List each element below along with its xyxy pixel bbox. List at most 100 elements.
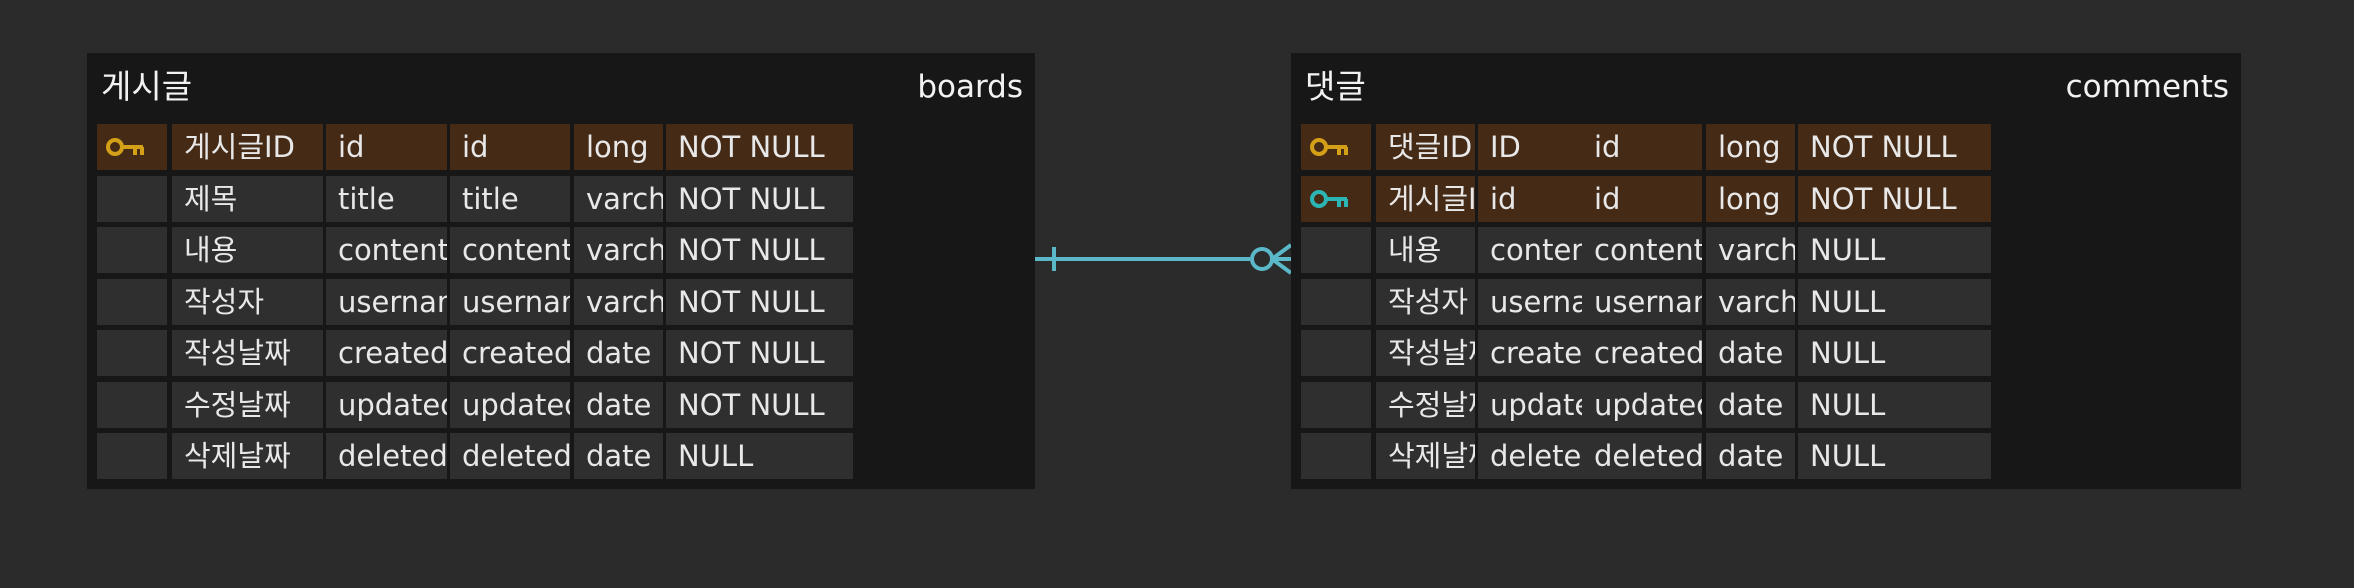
cell-column2: username [1582,278,1702,325]
many-crowfoot-top [1270,243,1293,261]
cell-nullability: NULL [1798,227,1991,273]
key-cell [1301,330,1371,376]
cell-type: date [574,330,663,376]
cell-column: deleted_at [1478,433,1599,479]
cell-nullability: NULL [1798,433,1991,479]
cell-nullability: NULL [666,433,853,479]
cell-column2: content [1582,227,1702,273]
cell-type: date [1706,330,1795,376]
cell-logical: 삭제날짜 [172,433,323,479]
key-icon [1310,138,1348,156]
cell-logical: 댓글ID [1376,124,1475,170]
cell-type: long [1706,124,1795,170]
key-icon [1310,189,1348,208]
cell-logical: 작성자 [172,278,323,325]
cell-column: created_at [326,330,447,376]
key-cell [97,175,167,222]
cell-nullability: NULL [1798,330,1991,376]
key-cell [1301,433,1371,479]
column-row[interactable]: 작성자usernameusernamevarcharNOT NULL [97,278,1025,325]
key-cell [97,278,167,325]
key-cell [97,124,167,170]
cell-logical: 게시글ID [1376,175,1475,222]
column-row[interactable]: 작성자usernameusernamevarcharNULL [1301,278,2231,325]
cell-logical: 내용 [172,227,323,273]
cell-nullability: NOT NULL [1798,175,1991,222]
key-cell [1301,175,1371,222]
cell-column2: created_at [1582,330,1702,376]
cell-type: varchar [574,175,663,222]
column-row[interactable]: 제목titletitlevarcharNOT NULL [97,175,1025,222]
cell-logical: 내용 [1376,227,1475,273]
cell-logical: 삭제날짜 [1376,433,1475,479]
cell-nullability: NOT NULL [666,381,853,428]
key-cell [1301,227,1371,273]
cell-logical: 수정날짜 [1376,381,1475,428]
cell-nullability: NOT NULL [666,278,853,325]
key-cell [97,433,167,479]
cell-type: varchar [1706,227,1795,273]
column-row[interactable]: 내용contentcontentvarcharNOT NULL [97,227,1025,273]
cell-column2: deleted_at [450,433,570,479]
table-logical-name: 게시글 [101,67,193,106]
cell-logical: 제목 [172,175,323,222]
cell-column2: content [450,227,570,273]
key-icon [106,138,144,156]
key-cell [1301,124,1371,170]
cell-nullability: NOT NULL [666,227,853,273]
cell-logical: 작성날짜 [172,330,323,376]
key-cell [1301,278,1371,325]
table-physical-name: boards [917,69,1023,105]
cell-column2: id [1582,175,1702,222]
key-cell [97,381,167,428]
cell-column: username [1478,278,1599,325]
cell-column: created_at [1478,330,1599,376]
cell-type: date [574,381,663,428]
cell-column2: username [450,278,570,325]
table-header: 댓글 comments [1291,53,2241,121]
table-physical-name: comments [2065,69,2229,105]
cell-logical: 작성자 [1376,278,1475,325]
cell-column: ID [1478,124,1599,170]
cell-nullability: NOT NULL [666,175,853,222]
cell-column: content [1478,227,1599,273]
cell-column: content [326,227,447,273]
cell-nullability: NOT NULL [666,330,853,376]
cell-type: long [1706,175,1795,222]
column-row[interactable]: 내용contentcontentvarcharNULL [1301,227,2231,273]
cell-nullability: NOT NULL [1798,124,1991,170]
cell-column2: id [1582,124,1702,170]
table-logical-name: 댓글 [1305,67,1366,106]
table-header: 게시글 boards [87,53,1035,121]
cell-column2: created_at [450,330,570,376]
key-cell [1301,381,1371,428]
zero-cardinality-circle [1250,247,1274,271]
cell-column: title [326,175,447,222]
cell-nullability: NULL [1798,381,1991,428]
cell-logical: 수정날짜 [172,381,323,428]
cell-type: varchar [574,278,663,325]
cell-column: deleted_at [326,433,447,479]
cell-column: username [326,278,447,325]
cell-column: id [326,124,447,170]
cell-column2: title [450,175,570,222]
key-cell [97,330,167,376]
cell-column: id [1478,175,1599,222]
